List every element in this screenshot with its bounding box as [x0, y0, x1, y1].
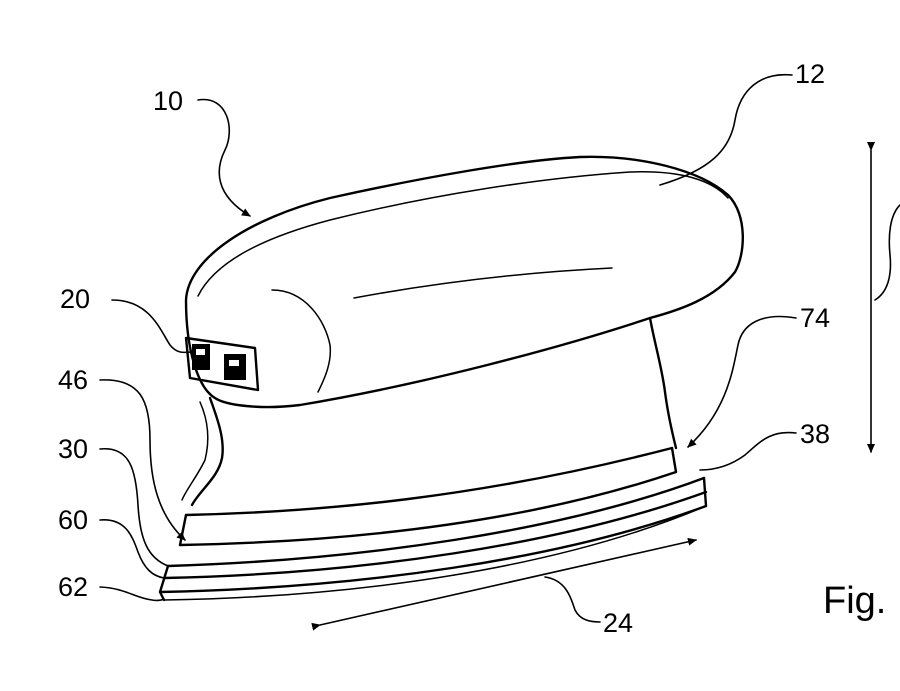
- reference-numerals: 10 12 20 74 46 38 30 60 62 24 Fig.: [58, 59, 886, 638]
- control-switch: [184, 336, 260, 392]
- body-step-lower: [178, 470, 678, 547]
- leader-10: [197, 98, 251, 217]
- iron-body: [158, 155, 744, 602]
- label-12: 12: [795, 59, 825, 89]
- front-neck: [190, 396, 224, 507]
- label-24: 24: [603, 608, 633, 638]
- label-62: 62: [58, 572, 88, 602]
- leader-74: [687, 315, 797, 448]
- label-10: 10: [153, 86, 183, 116]
- label-60: 60: [58, 505, 88, 535]
- label-30: 30: [58, 434, 88, 464]
- switch-plate: [184, 336, 260, 392]
- leader-20: [111, 299, 193, 354]
- handle-front-contour: [271, 289, 332, 393]
- label-20: 20: [60, 284, 90, 314]
- switch-button-right: [224, 354, 246, 380]
- handle-highlight: [353, 267, 613, 299]
- label-46: 46: [58, 365, 88, 395]
- label-38: 38: [800, 419, 830, 449]
- rear-neck: [648, 316, 678, 450]
- label-74: 74: [800, 303, 830, 333]
- figure-caption: Fig.: [823, 580, 886, 622]
- soleplate-rear-edge: [702, 476, 708, 508]
- length-arrow: [311, 537, 697, 631]
- leader-24: [544, 576, 601, 623]
- leader-lines: [99, 73, 797, 623]
- leader-46: [99, 379, 186, 541]
- soleplate-top: [166, 476, 706, 568]
- front-neck-inner: [181, 401, 209, 501]
- handle-outline: [184, 155, 744, 409]
- body-lower-edge: [184, 446, 674, 517]
- leader-38: [699, 431, 797, 471]
- leader-30: [99, 448, 169, 567]
- leader-12: [659, 73, 793, 186]
- right-edge-brace: [874, 204, 900, 301]
- handle-top-contour: [197, 170, 729, 297]
- leader-62: [99, 586, 165, 602]
- soleplate-underside: [163, 505, 707, 601]
- switch-button-left: [192, 344, 210, 370]
- leader-60: [99, 519, 165, 579]
- dimension-arrows: [311, 142, 900, 631]
- body-step-rear: [670, 446, 678, 474]
- soleplate-front-edge: [158, 564, 170, 602]
